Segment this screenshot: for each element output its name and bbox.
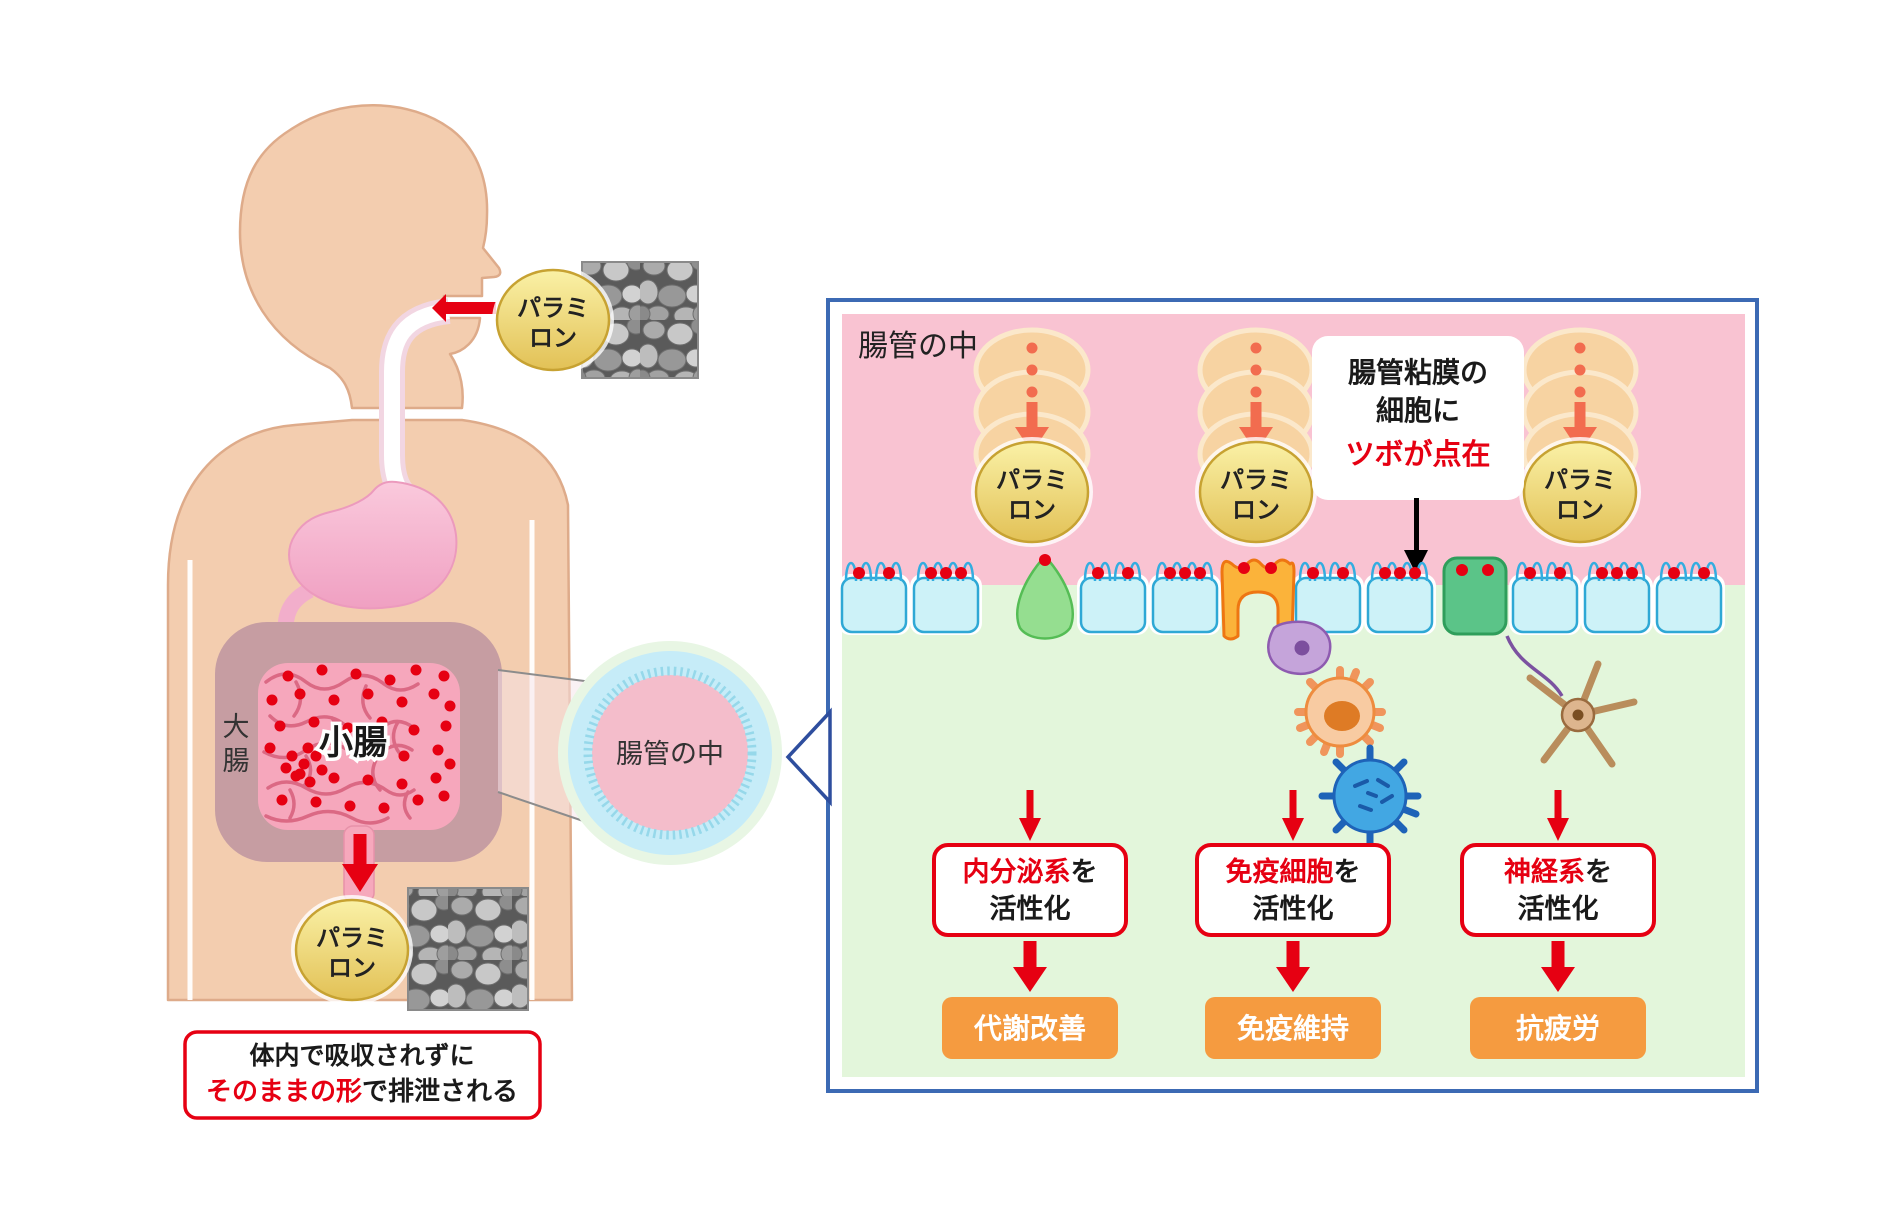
epithelium-row <box>836 554 1727 641</box>
callout-line2: 細胞に <box>1376 394 1460 426</box>
pathway-column-immune: 免疫細胞を 活性化 免疫維持 <box>1195 790 1391 1059</box>
note-line2-rest: で排泄される <box>362 1076 518 1106</box>
goblet-cell-green <box>1016 554 1074 640</box>
down-arrow-red-thick <box>1276 941 1310 992</box>
nk-cell-blue <box>1318 744 1422 848</box>
pathway1-target: 内分泌系 <box>963 857 1071 887</box>
human-body-figure: 大 腸 小腸 体内で吸収されずに そのままの形で排泄される <box>166 104 699 1120</box>
large-intestine-label: 大 腸 <box>223 712 250 776</box>
activation-box-endocrine: 内分泌系を 活性化 <box>932 843 1128 937</box>
down-arrow-red-thick <box>1541 941 1575 992</box>
excretion-note-box: 体内で吸収されずに そのままの形で排泄される <box>183 1030 542 1120</box>
activation-box-immune: 免疫細胞を 活性化 <box>1195 843 1391 937</box>
pathway2-target: 免疫細胞 <box>1226 856 1334 887</box>
callout-line3: ツボが点在 <box>1345 437 1490 471</box>
activation-box-nerve: 神経系を 活性化 <box>1460 843 1656 937</box>
mucosa-callout-box: 腸管粘膜の 細胞に ツボが点在 <box>1312 336 1524 500</box>
svg-text:神経系を: 神経系を <box>1504 856 1612 887</box>
outcome-box-immunity: 免疫維持 <box>1205 997 1381 1059</box>
paramylon-stack-2 <box>1195 330 1317 547</box>
paramylon-dots-in-intestine <box>264 664 456 814</box>
excretion-arrow <box>342 834 378 892</box>
enteroendocrine-cell-green <box>1442 556 1508 636</box>
dendritic-cell-purple <box>1267 620 1332 675</box>
pathway-column-endocrine: 内分泌系を 活性化 代謝改善 <box>932 790 1128 1059</box>
pathway2-action: 活性化 <box>1253 894 1334 924</box>
m-cell-orange <box>1220 558 1296 641</box>
svg-text:そのままの形で排泄される: そのままの形で排泄される <box>206 1076 518 1106</box>
pathway-column-nerve: 神経系を 活性化 抗疲労 <box>1460 790 1656 1059</box>
neuron-axon <box>1505 635 1564 697</box>
down-arrow-red-thin <box>1019 790 1041 841</box>
large-intestine-char1: 大 <box>223 712 250 742</box>
paramylon-stack-3 <box>1519 330 1641 547</box>
pathway2-particle: を <box>1334 857 1361 887</box>
down-arrow-red-thick <box>1013 941 1047 992</box>
outcome-box-antifatigue: 抗疲労 <box>1470 997 1646 1059</box>
paramylon-stack-1 <box>971 330 1093 547</box>
down-arrow-red-thin <box>1547 790 1569 841</box>
pathway1-particle: を <box>1071 857 1098 887</box>
svg-text:免疫細胞を: 免疫細胞を <box>1226 856 1361 887</box>
magnifier-cone-line-top <box>497 669 601 684</box>
pathway3-action: 活性化 <box>1518 894 1599 924</box>
micrograph-image-bottom <box>407 887 529 1011</box>
paramylon-capsule-excreted <box>289 893 415 1007</box>
outcome-box-metabolism: 代謝改善 <box>942 997 1118 1059</box>
note-line2-highlight: そのままの形 <box>206 1076 362 1106</box>
macrophage-cell-orange <box>1294 666 1386 758</box>
svg-text:体内で吸収されずに: 体内で吸収されずに <box>249 1042 474 1070</box>
pathway3-target: 神経系 <box>1504 856 1585 887</box>
paramylon-capsule-mouth <box>490 263 616 377</box>
ingestion-arrow <box>432 294 496 322</box>
pathway1-outcome: 代謝改善 <box>973 1013 1086 1044</box>
callout-pointer-arrow <box>1404 498 1428 574</box>
callout-line1: 腸管粘膜の <box>1348 356 1488 388</box>
stomach <box>288 480 458 610</box>
panel-lumen-label: 腸管の中 <box>858 330 978 363</box>
down-arrow-red-thin <box>1282 790 1304 841</box>
panel-pointer-notch <box>785 707 832 807</box>
pathway3-particle: を <box>1585 857 1612 887</box>
head-silhouette <box>238 104 502 410</box>
pathway1-action: 活性化 <box>990 894 1071 924</box>
magnifier-label: 腸管の中 <box>616 739 724 769</box>
neuron-cell <box>1505 635 1638 768</box>
magnifier: 腸管の中 <box>497 641 782 865</box>
note-line1: 体内で吸収されずに <box>249 1042 474 1070</box>
pathway2-outcome: 免疫維持 <box>1237 1012 1349 1044</box>
svg-text:内分泌系を: 内分泌系を <box>963 857 1098 887</box>
magnifier-circle: 腸管の中 <box>558 641 782 865</box>
small-intestine-label: 小腸 <box>319 724 387 762</box>
pathway3-outcome: 抗疲労 <box>1516 1012 1600 1044</box>
gut-panel: 腸管の中 腸管粘膜の 細胞に ツボが点在 <box>785 298 1759 1093</box>
large-intestine-char2: 腸 <box>223 746 250 776</box>
